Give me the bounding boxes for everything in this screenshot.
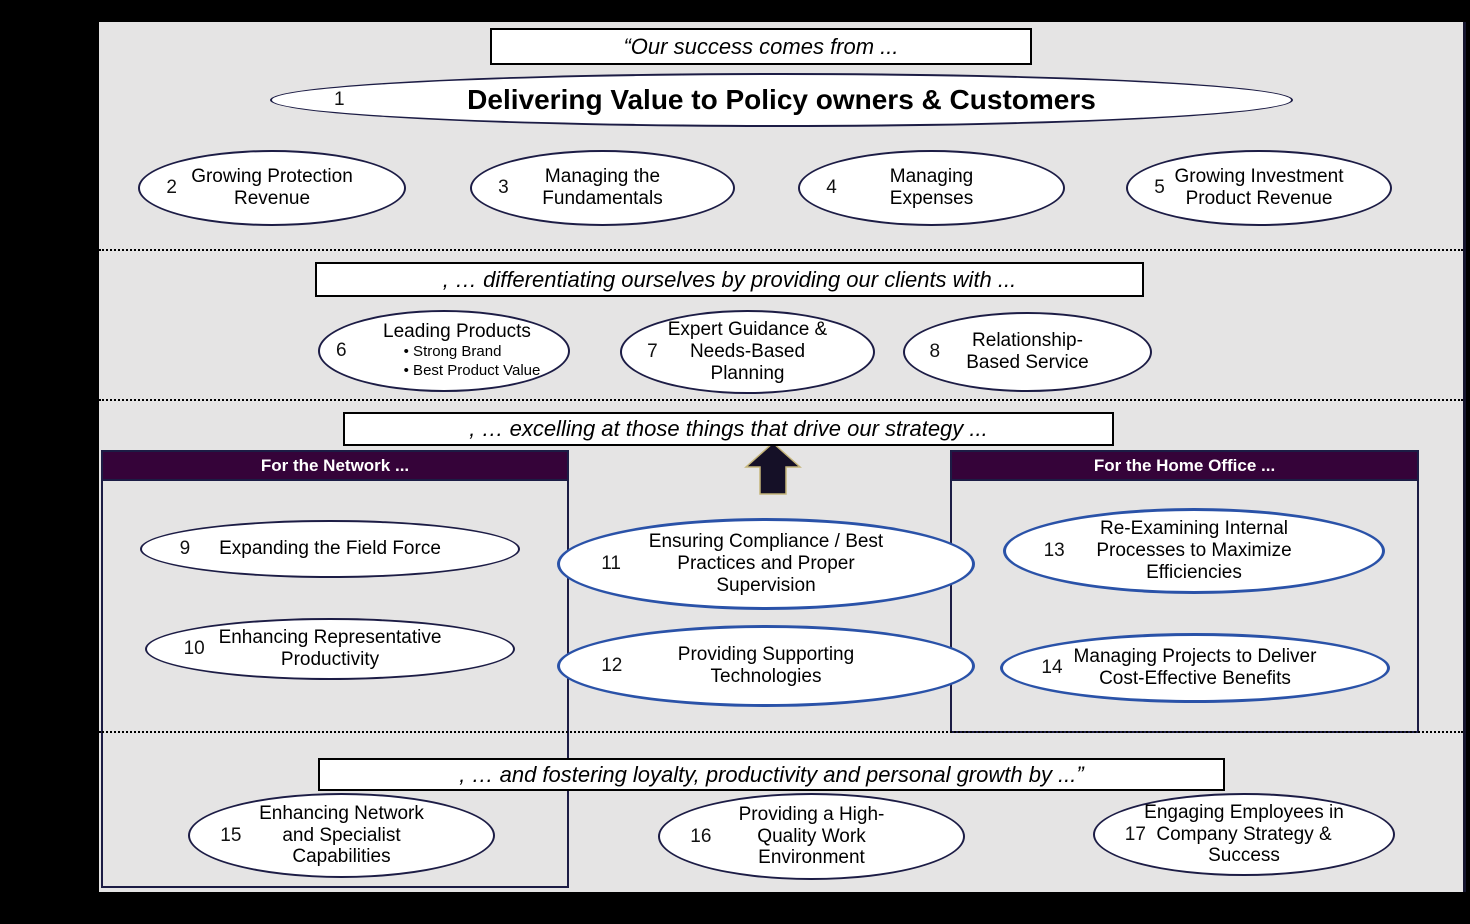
banner-excelling-text: , … excelling at those things that drive… — [469, 416, 988, 441]
ellipse-label: Engaging Employees in Company Strategy &… — [1144, 801, 1344, 867]
ellipse-number: 5 — [1154, 177, 1165, 198]
home-office-group-header: For the Home Office ... — [950, 450, 1419, 481]
ellipse-number: 4 — [826, 177, 837, 198]
ellipse-label: Providing Supporting Technologies — [677, 644, 855, 687]
ellipse-number: 15 — [220, 824, 242, 846]
ellipse-content: Leading Products • Strong Brand • Best P… — [348, 321, 541, 381]
ellipse-ensuring-compliance: 11 Ensuring Compliance / Best Practices … — [557, 518, 975, 610]
ellipse-delivering-value: 1 Delivering Value to Policy owners & Cu… — [270, 73, 1293, 127]
bullet-item: • Best Product Value — [403, 361, 541, 379]
ellipse-enhancing-rep-productivity: 10 Enhancing Representative Productivity — [145, 618, 515, 680]
banner-our-success-text: “Our success comes from ... — [623, 33, 899, 59]
ellipse-engaging-employees: 17 Engaging Employees in Company Strateg… — [1093, 793, 1395, 876]
banner-excelling: , … excelling at those things that drive… — [343, 412, 1114, 446]
ellipse-label: Expanding the Field Force — [219, 538, 441, 560]
ellipse-growing-protection-revenue: 2 Growing Protection Revenue — [138, 150, 406, 226]
network-group-box — [101, 481, 569, 888]
ellipse-number: 16 — [690, 825, 712, 847]
ellipse-number: 2 — [166, 177, 177, 198]
ellipse-managing-expenses: 4 Managing Expenses — [798, 150, 1065, 226]
banner-our-success: “Our success comes from ... — [490, 28, 1032, 65]
ellipse-label: Delivering Value to Policy owners & Cust… — [467, 83, 1096, 115]
ellipse-enhancing-network-capabilities: 15 Enhancing Network and Specialist Capa… — [188, 793, 495, 878]
ellipse-number: 8 — [929, 341, 941, 362]
ellipse-number: 17 — [1124, 823, 1146, 845]
ellipse-label: Providing a High-Quality Work Environmen… — [738, 803, 885, 869]
ellipse-label: Enhancing Representative Productivity — [218, 627, 442, 670]
ellipse-number: 11 — [601, 553, 621, 574]
ellipse-bullets: • Strong Brand • Best Product Value — [404, 343, 541, 381]
ellipse-label: Managing the Fundamentals — [542, 166, 663, 209]
ellipse-expanding-field-force: 9 Expanding the Field Force — [140, 520, 520, 578]
dotted-divider-1 — [99, 249, 1463, 251]
bullet-item: • Strong Brand — [403, 343, 502, 361]
home-office-group-label: For the Home Office ... — [1093, 455, 1276, 475]
ellipse-label: Leading Products — [383, 321, 531, 343]
ellipse-label: Enhancing Network and Specialist Capabil… — [259, 802, 424, 868]
ellipse-number: 3 — [498, 177, 509, 198]
ellipse-label: Growing Protection Revenue — [191, 166, 353, 209]
ellipse-label: Managing Projects to Deliver Cost-Effect… — [1073, 646, 1317, 689]
ellipse-number: 1 — [334, 89, 345, 110]
banner-differentiating-text: , … differentiating ourselves by providi… — [442, 266, 1017, 292]
ellipse-number: 13 — [1043, 540, 1065, 561]
ellipse-quality-work-environment: 16 Providing a High-Quality Work Environ… — [658, 793, 965, 880]
ellipse-label: Ensuring Compliance / Best Practices and… — [648, 531, 884, 596]
ellipse-leading-products: 6 Leading Products • Strong Brand • Best… — [318, 310, 570, 392]
banner-fostering-text: , … and fostering loyalty, productivity … — [459, 761, 1084, 787]
ellipse-label: Managing Expenses — [889, 166, 974, 209]
network-group-header: For the Network ... — [101, 450, 569, 481]
ellipse-number: 9 — [179, 538, 191, 559]
ellipse-reexamining-processes: 13 Re-Examining Internal Processes to Ma… — [1003, 508, 1385, 594]
ellipse-number: 7 — [647, 341, 658, 362]
ellipse-label: Expert Guidance & Needs-Based Planning — [667, 319, 828, 384]
ellipse-number: 12 — [601, 655, 623, 676]
dotted-divider-3 — [99, 731, 1463, 733]
up-arrow-icon — [744, 442, 802, 495]
ellipse-relationship-service: 8 Relationship-Based Service — [903, 312, 1152, 392]
banner-fostering: , … and fostering loyalty, productivity … — [318, 758, 1225, 791]
ellipse-label: Relationship-Based Service — [966, 330, 1089, 373]
ellipse-number: 10 — [183, 638, 205, 659]
ellipse-label: Re-Examining Internal Processes to Maxim… — [1096, 518, 1292, 583]
banner-differentiating: , … differentiating ourselves by providi… — [315, 262, 1144, 297]
ellipse-number: 6 — [336, 340, 347, 361]
ellipse-growing-investment-revenue: 5 Growing Investment Product Revenue — [1126, 150, 1392, 226]
ellipse-number: 14 — [1041, 657, 1063, 678]
ellipse-label: Growing Investment Product Revenue — [1174, 166, 1344, 209]
ellipse-expert-guidance: 7 Expert Guidance & Needs-Based Planning — [620, 310, 875, 394]
ellipse-managing-projects: 14 Managing Projects to Deliver Cost-Eff… — [1000, 633, 1390, 703]
diagram-canvas: For the Network ... For the Home Office … — [99, 22, 1466, 892]
ellipse-supporting-technologies: 12 Providing Supporting Technologies — [557, 625, 975, 707]
dotted-divider-2 — [99, 399, 1463, 401]
ellipse-managing-fundamentals: 3 Managing the Fundamentals — [470, 150, 735, 226]
network-group-label: For the Network ... — [260, 455, 410, 475]
